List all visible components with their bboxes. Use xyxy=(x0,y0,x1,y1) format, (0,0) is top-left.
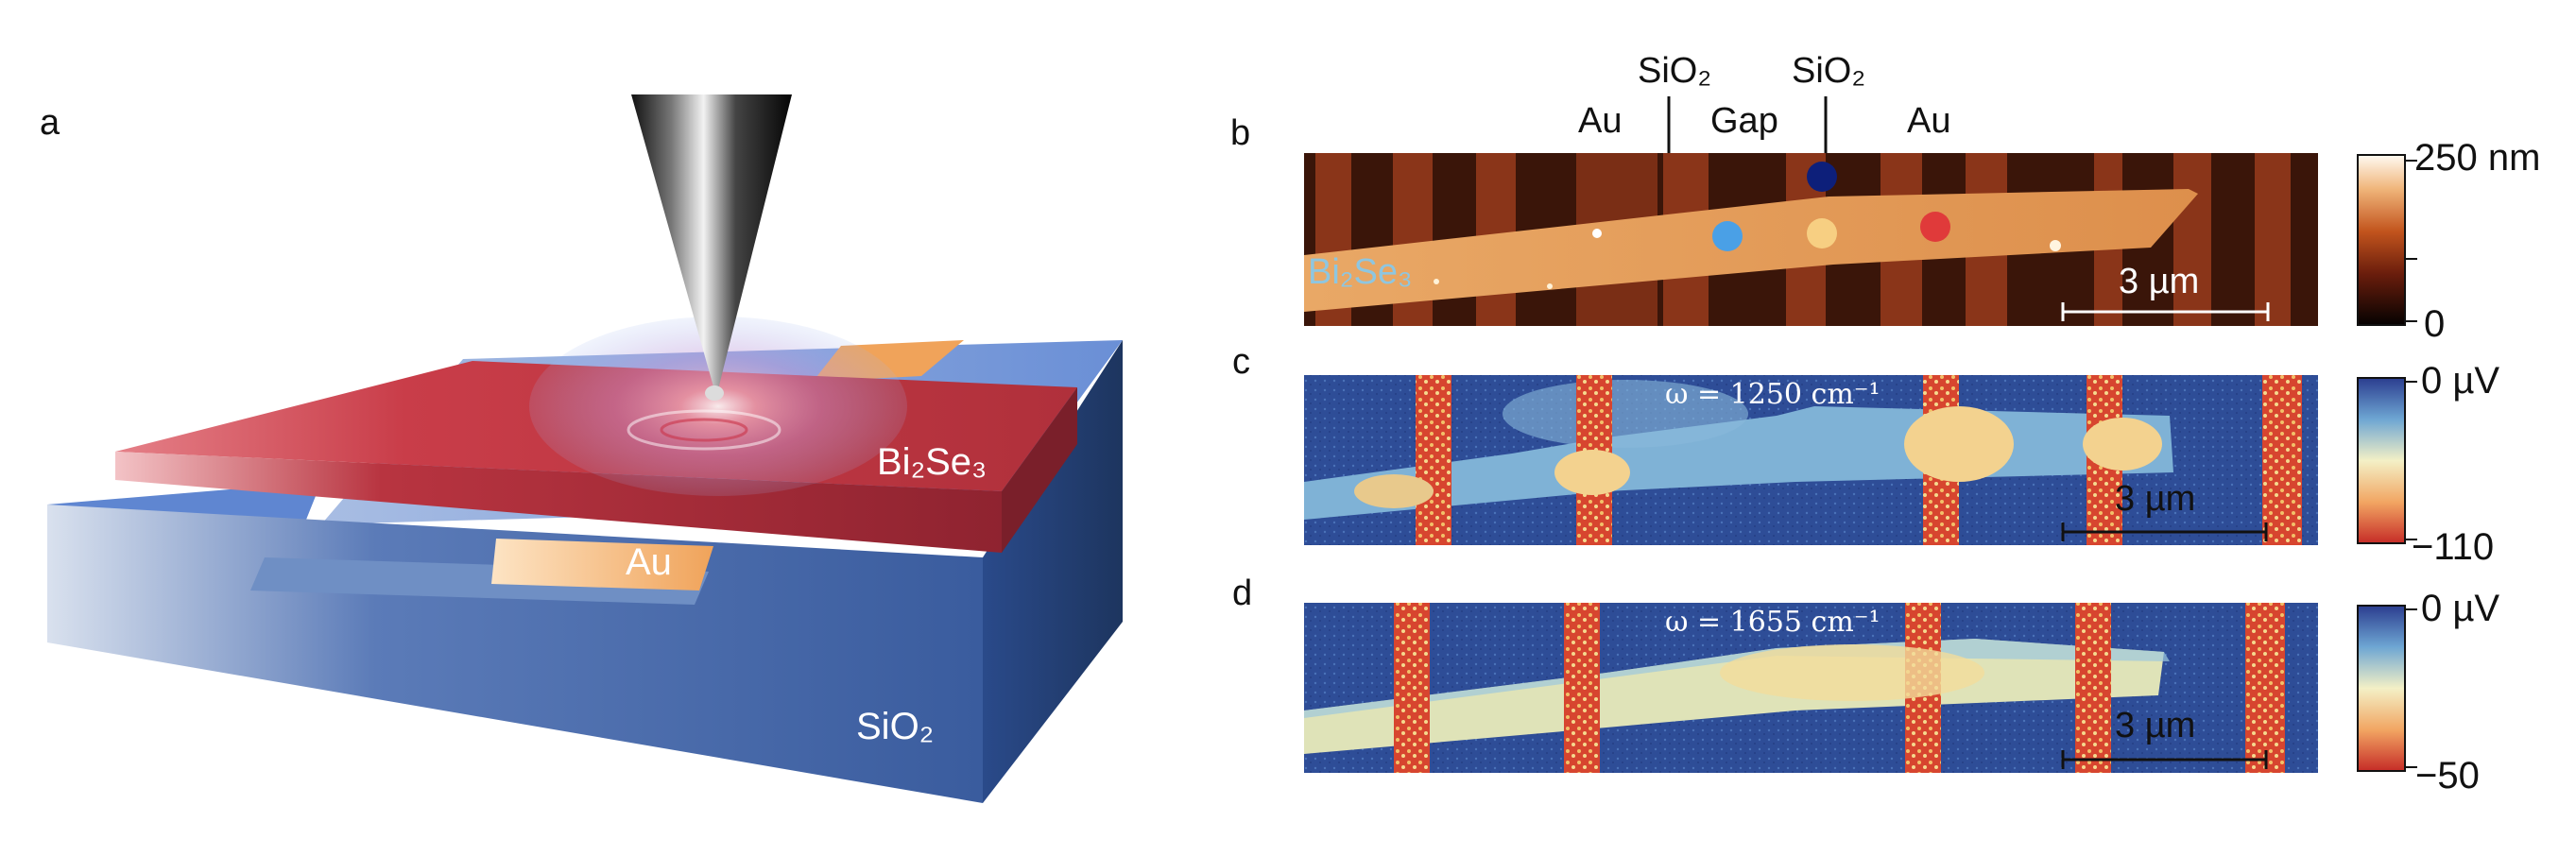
colorbar-d xyxy=(2357,605,2406,772)
colorbar-d-max: 0 µV xyxy=(2421,588,2499,629)
photovoltage-map-c xyxy=(1304,375,2318,545)
panel-c: c ω = 1250 cm⁻¹ 3 µm 0 µV −110 xyxy=(1232,342,2499,568)
panel-letter-a: a xyxy=(40,103,60,143)
colorbar-d-min: −50 xyxy=(2415,755,2480,796)
label-au: Au xyxy=(626,541,672,583)
ring-2 xyxy=(660,418,748,442)
colorbar-c xyxy=(2357,377,2406,544)
bi2se3-right xyxy=(1002,387,1077,553)
colorbar-b-min: 0 xyxy=(2424,303,2445,345)
flake-label: Bi₂Se₃ xyxy=(1308,252,1413,292)
afm-tip-apex xyxy=(705,385,724,401)
label-bi2se3: Bi₂Se₃ xyxy=(877,441,987,483)
ring-1 xyxy=(627,409,781,451)
label-sio2-right: SiO₂ xyxy=(1792,51,1865,91)
label-sio2-left: SiO₂ xyxy=(1638,51,1711,91)
colorbar-c-max: 0 µV xyxy=(2421,360,2499,402)
marker-yellow xyxy=(1807,218,1837,248)
label-au-left: Au xyxy=(1578,101,1622,141)
scalebar-d-label: 3 µm xyxy=(2115,706,2195,745)
afm-tip xyxy=(631,94,792,397)
omega-label-d: ω = 1655 cm⁻¹ xyxy=(1665,606,1880,639)
au-electrode-front xyxy=(491,539,713,591)
panel-letter-c: c xyxy=(1232,342,1250,382)
colorbar-c-min: −110 xyxy=(2412,526,2494,568)
omega-label-c: ω = 1250 cm⁻¹ xyxy=(1665,378,1880,411)
marker-red xyxy=(1920,212,1950,242)
panel-letter-d: d xyxy=(1232,574,1252,613)
panel-a: a Bi₂Se₃ Au SiO₂ xyxy=(40,94,1123,803)
near-field-glow xyxy=(529,317,907,496)
panel-letter-b: b xyxy=(1230,113,1250,153)
photovoltage-map-d xyxy=(1304,603,2318,773)
label-sio2: SiO₂ xyxy=(856,706,934,747)
marker-light-blue xyxy=(1712,221,1743,251)
label-gap: Gap xyxy=(1710,101,1778,141)
panel-d: d ω = 1655 cm⁻¹ 3 µm 0 µV −50 xyxy=(1232,574,2499,796)
panel-b: b Au SiO₂ Gap SiO₂ Au Bi₂Se₃ xyxy=(1230,51,2540,345)
marker-dark-blue xyxy=(1807,162,1837,192)
substrate-right xyxy=(983,340,1123,803)
scalebar-c-label: 3 µm xyxy=(2115,479,2195,519)
bi2se3-front xyxy=(115,452,1002,553)
label-au-right: Au xyxy=(1907,101,1950,141)
scalebar-b-label: 3 µm xyxy=(2119,262,2199,301)
colorbar-b xyxy=(2357,154,2406,326)
colorbar-b-max: 250 nm xyxy=(2414,137,2540,179)
